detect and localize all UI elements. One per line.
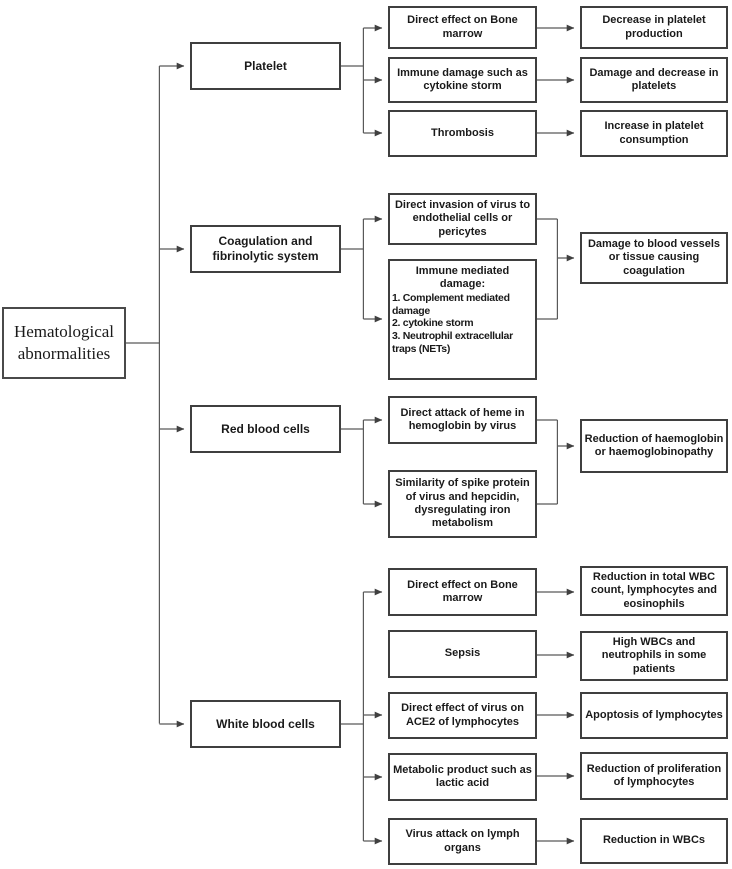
category-box-coagulation: Coagulation and fibrinolytic system	[190, 225, 341, 273]
outcome-box: High WBCs and neutrophils in some patien…	[580, 631, 728, 681]
outcome-box: Damage to blood vessels or tissue causin…	[580, 232, 728, 284]
mechanism-box: Direct effect on Bone marrow	[388, 568, 537, 616]
outcome-box: Reduction in total WBC count, lymphocyte…	[580, 566, 728, 616]
mechanism-box: Sepsis	[388, 630, 537, 678]
outcome-box: Damage and decrease in platelets	[580, 57, 728, 103]
root-node: Hematological abnormalities	[2, 307, 126, 379]
mechanism-title: Immune mediated damage:	[415, 265, 510, 291]
outcome-box: Decrease in platelet production	[580, 6, 728, 49]
category-box-platelet: Platelet	[190, 42, 341, 90]
outcome-box: Increase in platelet consumption	[580, 110, 728, 157]
mechanism-box: Direct effect of virus on ACE2 of lympho…	[388, 692, 537, 739]
mechanism-box: Similarity of spike protein of virus and…	[388, 470, 537, 538]
mechanism-box: Direct invasion of virus to endothelial …	[388, 193, 537, 245]
mechanism-box: Thrombosis	[388, 110, 537, 157]
outcome-box: Reduction of proliferation of lymphocyte…	[580, 752, 728, 800]
outcome-box: Reduction of haemoglobin or haemoglobino…	[580, 419, 728, 473]
category-box-red-blood-cells: Red blood cells	[190, 405, 341, 453]
mechanism-box: Direct attack of heme in hemoglobin by v…	[388, 396, 537, 444]
mechanism-box: Virus attack on lymph organs	[388, 818, 537, 865]
mechanism-box: Immune mediated damage: 1. Complement me…	[388, 259, 537, 380]
mechanism-list: 1. Complement mediated damage 2. cytokin…	[392, 291, 513, 355]
mechanism-box: Direct effect on Bone marrow	[388, 6, 537, 49]
mechanism-box: Metabolic product such as lactic acid	[388, 753, 537, 801]
mechanism-box: Immune damage such as cytokine storm	[388, 57, 537, 103]
outcome-box: Reduction in WBCs	[580, 818, 728, 864]
outcome-box: Apoptosis of lymphocytes	[580, 692, 728, 739]
category-box-white-blood-cells: White blood cells	[190, 700, 341, 748]
